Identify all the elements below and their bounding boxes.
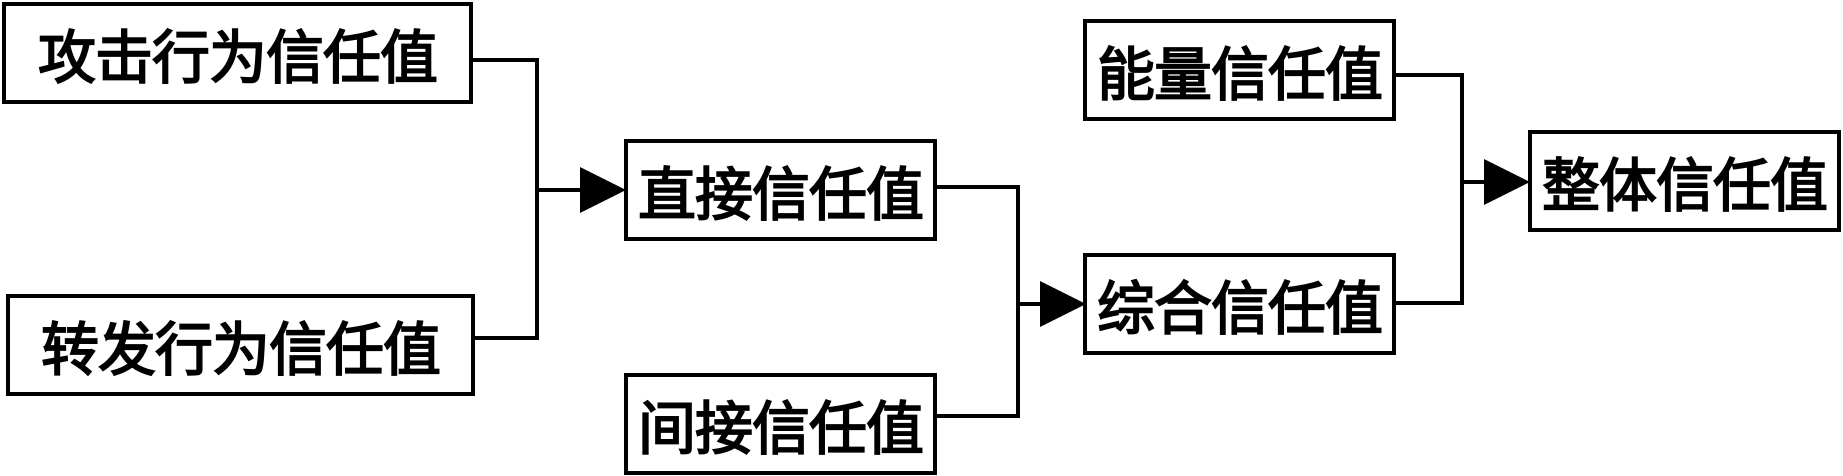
direct-trust-label: 直接信任值 xyxy=(637,161,924,229)
attack-behavior-trust-label: 攻击行为信任值 xyxy=(37,24,438,92)
connector-to-overall-trust xyxy=(1396,73,1484,305)
indirect-trust-box: 间接信任值 xyxy=(624,373,937,475)
indirect-trust-label: 间接信任值 xyxy=(637,395,924,463)
connector-to-composite-trust xyxy=(937,185,1040,418)
forward-behavior-trust-box: 转发行为信任值 xyxy=(6,294,475,396)
connector-to-direct-trust xyxy=(473,58,580,340)
energy-trust-label: 能量信任值 xyxy=(1096,41,1383,109)
composite-trust-box: 综合信任值 xyxy=(1083,253,1396,355)
arrow-to-composite-trust xyxy=(1040,281,1086,327)
direct-trust-box: 直接信任值 xyxy=(624,139,937,241)
composite-trust-label: 综合信任值 xyxy=(1096,275,1383,343)
forward-behavior-trust-label: 转发行为信任值 xyxy=(40,316,441,384)
energy-trust-box: 能量信任值 xyxy=(1083,19,1396,121)
attack-behavior-trust-box: 攻击行为信任值 xyxy=(2,2,473,104)
arrow-to-direct-trust xyxy=(580,167,626,213)
overall-trust-label: 整体信任值 xyxy=(1541,152,1828,220)
arrow-to-overall-trust xyxy=(1484,159,1530,205)
overall-trust-box: 整体信任值 xyxy=(1528,130,1841,232)
